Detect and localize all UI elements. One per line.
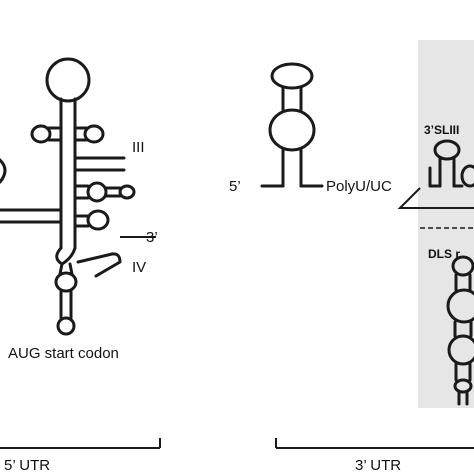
poly-tract-label: PolyU/UC <box>326 178 392 195</box>
sl-three-structure <box>428 139 474 188</box>
five-prime-end-label: 5’ <box>229 178 241 195</box>
start-codon-label: AUG start codon <box>8 345 119 362</box>
domain-three-label: III <box>132 139 145 156</box>
dls-structure <box>446 255 474 406</box>
domain-four-label: IV <box>132 259 146 276</box>
shaded-panel <box>418 40 474 408</box>
three-prime-end-label: 3’ <box>146 229 158 246</box>
sl-three-label: 3’SLIII <box>424 123 459 137</box>
five-utr-bracket <box>0 438 161 449</box>
three-utr-structure <box>260 62 324 188</box>
five-utr-structure <box>0 57 156 336</box>
five-utr-label: 5’ UTR <box>4 457 50 474</box>
three-utr-bracket <box>275 438 474 449</box>
three-utr-label: 3’ UTR <box>355 457 401 474</box>
zoom-connector <box>397 187 474 209</box>
dls-label: DLS r <box>428 247 460 261</box>
